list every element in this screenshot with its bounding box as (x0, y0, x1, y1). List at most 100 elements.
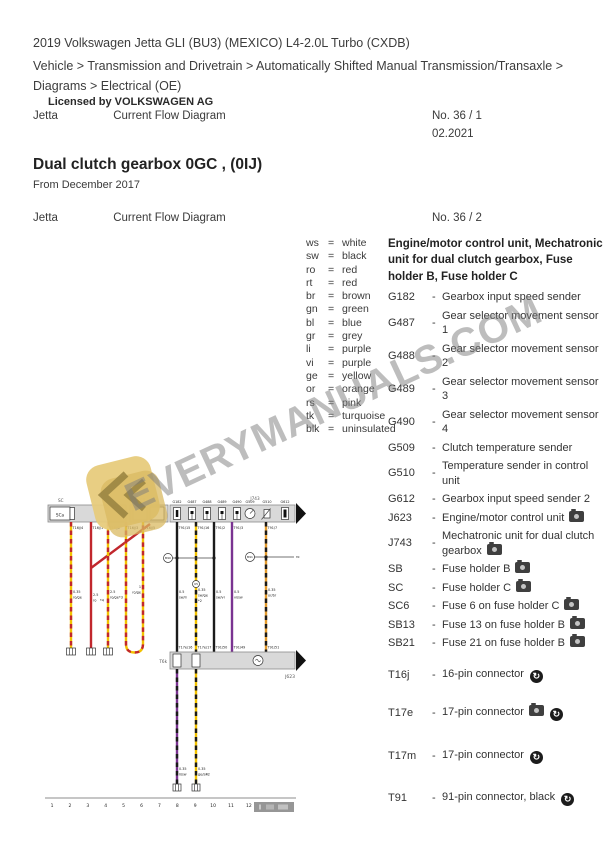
photo-thumbnail-icon[interactable] (569, 634, 585, 648)
model-name: Jetta (33, 110, 58, 122)
connector-link-icon[interactable]: ↻ (549, 707, 563, 721)
splice-node (245, 552, 255, 562)
svg-text:ro/ge: ro/ge (110, 596, 119, 600)
track-numbers: 1 2 3 4 5 6 7 8 9 10 11 12 13 14 (51, 803, 288, 809)
page-number-2: No. 36 / 2 (432, 212, 482, 224)
pin-label: T16j/2 (109, 526, 121, 530)
connector-link-icon[interactable]: ↻ (529, 669, 543, 683)
component-row-SC6: SC6-Fuse 6 on fuse holder C (388, 597, 606, 614)
ecu-symbol-glyph (255, 658, 261, 663)
svg-text:11: 11 (228, 803, 234, 809)
svg-text:sw/ge: sw/ge (198, 594, 208, 598)
doc-type: Current Flow Diagram (113, 110, 226, 122)
svg-text:7: 7 (158, 803, 161, 809)
doc-meta-row-2: Jetta Current Flow Diagram (33, 212, 226, 224)
temperature-sender-symbol (261, 508, 271, 520)
svg-text:10: 10 (210, 803, 216, 809)
continuation-arrow-icon (296, 503, 306, 524)
component-row-G182: G182-Gearbox input speed sender (388, 290, 581, 303)
connector-link-icon[interactable]: ↻ (561, 792, 575, 806)
fuse-sb21-box (149, 506, 165, 521)
photo-thumbnail-icon[interactable] (515, 560, 531, 574)
photo-thumbnail-icon[interactable] (516, 578, 532, 592)
connector-link-icon[interactable]: ↻ (529, 750, 543, 764)
pin-label: T91/16 (197, 526, 210, 530)
ecu-bus (169, 651, 296, 670)
svg-text:2.5: 2.5 (93, 593, 98, 597)
svg-text:0.35: 0.35 (73, 590, 81, 594)
component-row-T16j: T16j-16-pin connector↻ (388, 667, 606, 683)
svg-text:0.5: 0.5 (234, 590, 239, 594)
sensor-label: G489 (217, 500, 226, 504)
sensor-label: G488 (202, 500, 211, 504)
component-row-G490: G490-Gear selector movement sensor 4 (388, 408, 599, 436)
diagram-id-badge (254, 802, 294, 812)
svg-text:or/br: or/br (268, 594, 277, 598)
sensor-label: G612 (280, 500, 289, 504)
pin-label: T91/49 (233, 646, 246, 650)
passthrough-connector (191, 653, 201, 668)
sensor-label: G490 (232, 500, 241, 504)
wire-color-legend: ws=white sw=black ro=red rt=red br=brown… (306, 237, 398, 436)
fuse-holder-b-label: SB (140, 498, 146, 503)
legend-row: rt=red (306, 276, 358, 289)
page-number: No. 36 / 1 (432, 110, 482, 122)
terminal-connectors (66, 647, 113, 656)
svg-text:12: 12 (246, 803, 252, 809)
pin-label: T91/51 (267, 646, 280, 650)
svg-text:ro/ge: ro/ge (73, 596, 82, 600)
component-row-SB13: SB13-Fuse 13 on fuse holder B (388, 615, 606, 633)
pin-label: T91/15 (178, 526, 191, 530)
pin-label: T91/7 (267, 526, 278, 530)
legend-row: blk=uninsulated (306, 423, 396, 436)
fuse-sca-label: SCa (56, 513, 65, 518)
vehicle-title: 2019 Volkswagen Jetta GLI (BU3) (MEXICO)… (33, 36, 410, 50)
mechatronic-unit-label: J743 (249, 496, 260, 501)
svg-text:sw/li: sw/li (179, 596, 187, 600)
legend-row: ws=white (306, 237, 367, 249)
section-title: Dual clutch gearbox 0GC , (0IJ) (33, 156, 263, 173)
photo-thumbnail-icon[interactable] (569, 615, 585, 629)
photo-thumbnail-icon[interactable] (569, 508, 585, 522)
svg-text:5: 5 (122, 803, 125, 809)
component-row-SB21: SB21-Fuse 21 on fuse holder B (388, 634, 606, 651)
movement-sensor-symbol (233, 507, 241, 520)
component-row-J743: J743-Mechatronic unit for dual clutch ge… (388, 530, 595, 557)
splice-label: B90 (165, 556, 171, 560)
legend-row: br=brown (306, 290, 371, 303)
sensor-label: G509 (245, 500, 254, 504)
photo-thumbnail-icon[interactable] (486, 541, 502, 555)
photo-thumbnail-icon[interactable] (528, 702, 544, 716)
sensor-label: G182 (172, 500, 181, 504)
svg-text:ro: ro (93, 599, 96, 603)
breadcrumb: Vehicle > Transmission and Drivetrain > … (33, 59, 563, 94)
svg-text:1: 1 (51, 803, 54, 809)
section-subtitle: From December 2017 (33, 179, 140, 191)
fuse-holder-c-label: SC (58, 498, 64, 503)
ecu-label: J623 (284, 674, 295, 680)
photo-thumbnail-icon[interactable] (564, 597, 580, 611)
legend-row: rs=pink (306, 396, 362, 409)
component-row-G489: G489-Gear selector movement sensor 3 (388, 375, 599, 403)
speed-sender-symbol (281, 507, 289, 520)
movement-sensor-symbol (188, 507, 196, 520)
legend-row: tk=turquoise (306, 409, 386, 422)
svg-text:3: 3 (86, 803, 89, 809)
svg-text:0.35: 0.35 (198, 767, 206, 771)
splice-label: B91 (247, 555, 253, 559)
bottom-connectors (172, 783, 201, 792)
component-row-T17e: T17e-17-pin connector↻ (388, 702, 606, 721)
svg-text:*4: *4 (100, 599, 104, 603)
continuation-arrow-icon (296, 650, 306, 671)
svg-text:0.35: 0.35 (198, 588, 206, 592)
component-row-SC: SC-Fuse holder C (388, 578, 606, 596)
pin-label: T91/3 (233, 526, 244, 530)
fuse-sb13-box (132, 506, 148, 521)
svg-text:li/sw: li/sw (179, 773, 187, 777)
svg-text:2.5: 2.5 (110, 590, 115, 594)
svg-text:sw/vi: sw/vi (216, 596, 225, 600)
splice-node (192, 580, 200, 588)
component-row-G488: G488-Gear selector movement sensor 2 (388, 342, 599, 370)
junction-dot (264, 555, 268, 559)
